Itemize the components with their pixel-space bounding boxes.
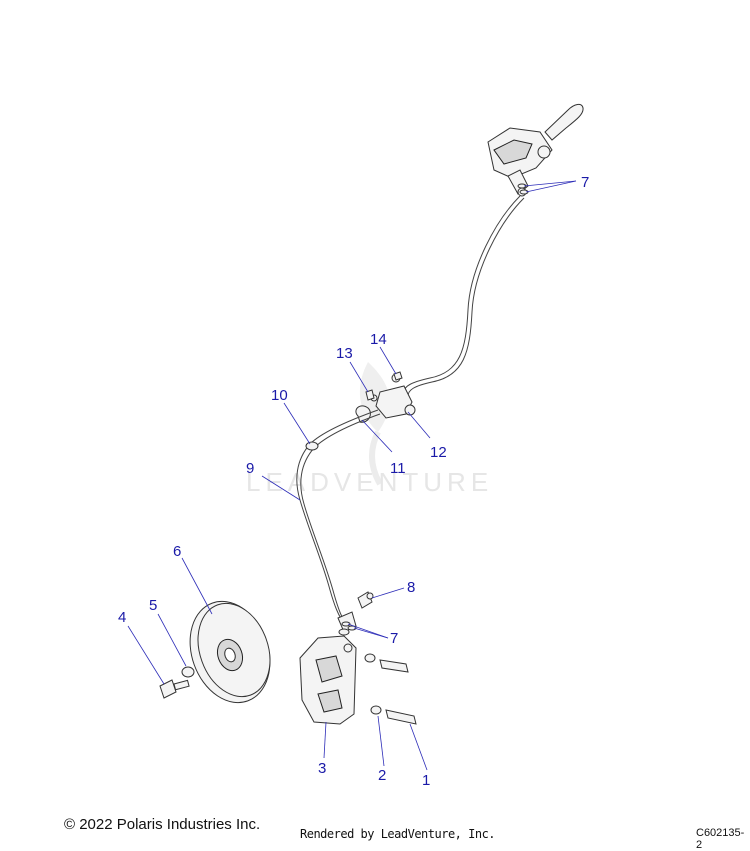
callout-14: 14	[370, 331, 387, 348]
brake-disc[interactable]	[177, 590, 284, 714]
disc-bolt[interactable]	[159, 679, 190, 699]
disc-washer[interactable]	[181, 666, 195, 678]
callout-2: 2	[378, 767, 386, 784]
copyright-text: © 2022 Polaris Industries Inc.	[64, 816, 261, 833]
hose-grommet[interactable]	[305, 441, 319, 451]
bleeder-valve[interactable]	[357, 591, 374, 609]
callout-12: 12	[430, 444, 447, 461]
callout-10: 10	[271, 387, 288, 404]
drawing-id: C602135-2	[696, 827, 745, 851]
callout-7-top: 7	[581, 174, 589, 191]
hose-junction-block[interactable]	[370, 373, 416, 419]
callout-13: 13	[336, 345, 353, 362]
brake-caliper[interactable]	[299, 635, 357, 725]
callout-5: 5	[149, 597, 157, 614]
bracket-bolt[interactable]	[365, 389, 375, 401]
caliper-bolt-lower[interactable]	[370, 705, 417, 725]
callout-7-bottom: 7	[390, 630, 398, 647]
crush-washers-top[interactable]	[517, 183, 529, 195]
crush-washers-bottom[interactable]	[341, 621, 357, 631]
brake-hose-upper	[403, 195, 521, 393]
caliper-bolt-upper[interactable]	[364, 653, 409, 673]
watermark-text: LEADVENTURE	[246, 467, 493, 497]
leader-lines	[127, 180, 577, 771]
callout-1: 1	[422, 772, 430, 789]
brake-hose-lower	[296, 409, 379, 627]
callout-3: 3	[318, 760, 326, 777]
callout-8: 8	[407, 579, 415, 596]
callout-4: 4	[118, 609, 126, 626]
master-cylinder-assembly[interactable]	[487, 103, 584, 197]
callout-11: 11	[390, 460, 406, 477]
rendered-by-text: Rendered by LeadVenture, Inc.	[300, 827, 496, 841]
callout-6: 6	[173, 543, 181, 560]
callout-9: 9	[246, 460, 254, 477]
